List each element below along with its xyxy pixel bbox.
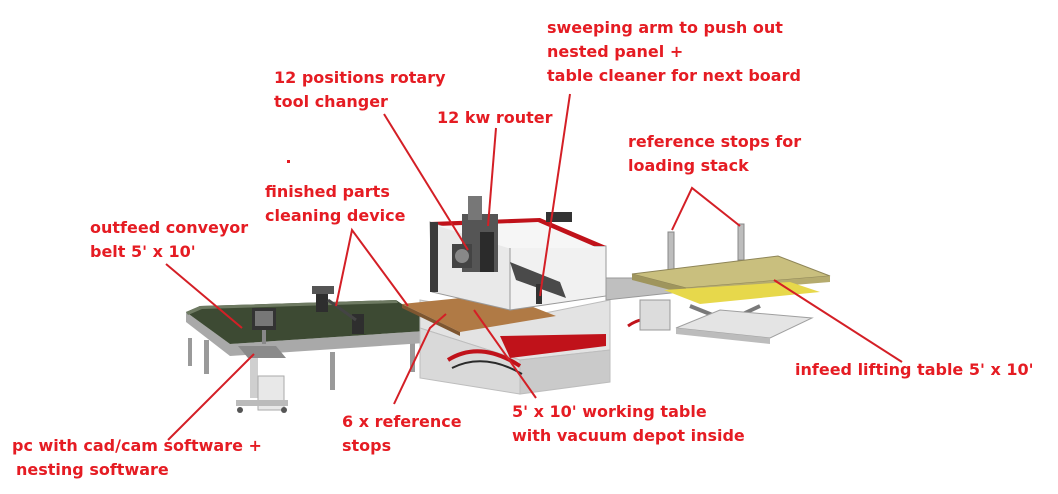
- label-line: tool changer: [274, 92, 388, 111]
- label-router: 12 kw router: [437, 106, 553, 130]
- leader-cleaning-device: [335, 227, 409, 307]
- label-line: outfeed conveyor: [90, 218, 249, 237]
- label-line: finished parts: [265, 182, 390, 201]
- label-line: with vacuum depot inside: [512, 426, 745, 445]
- label-reference-stops-stack: reference stops for loading stack: [628, 130, 801, 178]
- label-line: belt 5' x 10': [90, 242, 196, 261]
- leader-pc: [167, 353, 255, 441]
- label-line: reference stops for: [628, 132, 802, 151]
- leader-router: [487, 127, 497, 227]
- label-line: loading stack: [628, 156, 749, 175]
- leader-infeed-table: [773, 279, 903, 363]
- label-line: 12 kw router: [437, 108, 553, 127]
- leader-reference-stops-stack: [671, 186, 741, 231]
- leader-outfeed-conveyor: [165, 263, 243, 329]
- label-line: 12 positions rotary: [274, 68, 446, 87]
- label-sweeping-arm: sweeping arm to push out nested panel + …: [547, 16, 801, 88]
- label-line: infeed lifting table 5' x 10': [795, 360, 1034, 379]
- label-cleaning-device: finished parts cleaning device: [265, 180, 405, 228]
- cnc-router-machine: [402, 196, 681, 395]
- leader-working-table: [473, 309, 537, 399]
- label-line: stops: [342, 436, 392, 455]
- label-outfeed-conveyor: outfeed conveyor belt 5' x 10': [90, 216, 248, 264]
- outfeed-conveyor: [186, 300, 440, 390]
- leader-sweeping-arm: [539, 93, 571, 297]
- label-line: nesting software: [16, 460, 169, 479]
- label-infeed-table: infeed lifting table 5' x 10': [795, 358, 1034, 382]
- label-line: 6 x reference: [342, 412, 462, 431]
- leader-reference-stops: [393, 313, 447, 405]
- label-pc: pc with cad/cam software + nesting softw…: [12, 434, 262, 482]
- label-line: sweeping arm to push out: [547, 18, 783, 37]
- leader-tool-changer: [383, 113, 469, 251]
- label-line: 5' x 10' working table: [512, 402, 707, 421]
- label-reference-stops: 6 x reference stops: [342, 410, 462, 458]
- stray-mark: [287, 160, 290, 163]
- cleaning-device: [312, 286, 364, 334]
- label-line: pc with cad/cam software +: [12, 436, 262, 455]
- label-tool-changer: 12 positions rotary tool changer: [274, 66, 446, 114]
- pc-stand: [236, 308, 288, 413]
- infeed-lifting-table: [631, 223, 831, 344]
- label-working-table: 5' x 10' working table with vacuum depot…: [512, 400, 745, 448]
- label-line: cleaning device: [265, 206, 406, 225]
- label-line: table cleaner for next board: [547, 66, 801, 85]
- label-line: nested panel +: [547, 42, 684, 61]
- leader-lines: [165, 93, 903, 441]
